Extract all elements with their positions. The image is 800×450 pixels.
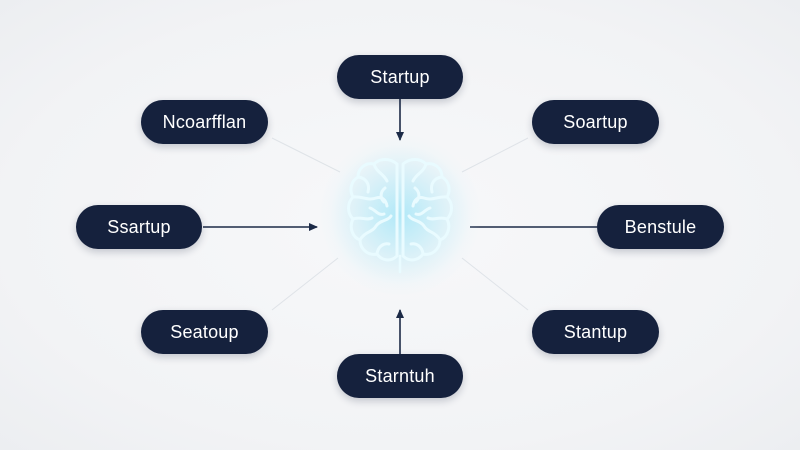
- node-upper-left[interactable]: Ncoarfflan: [141, 100, 268, 144]
- node-lower-right[interactable]: Stantup: [532, 310, 659, 354]
- faint-connector-lower-left: [271, 257, 339, 311]
- node-top[interactable]: Startup: [337, 55, 463, 99]
- faint-connector-lower-right: [461, 257, 529, 311]
- faint-connector-upper-left: [271, 137, 341, 173]
- node-mid-right[interactable]: Benstule: [597, 205, 724, 249]
- node-bottom[interactable]: Starntuh: [337, 354, 463, 398]
- brain-icon: [347, 158, 453, 274]
- center-brain: [320, 135, 480, 295]
- node-mid-left[interactable]: Ssartup: [76, 205, 202, 249]
- faint-connector-upper-right: [461, 137, 529, 173]
- node-lower-left[interactable]: Seatoup: [141, 310, 268, 354]
- node-upper-right[interactable]: Soartup: [532, 100, 659, 144]
